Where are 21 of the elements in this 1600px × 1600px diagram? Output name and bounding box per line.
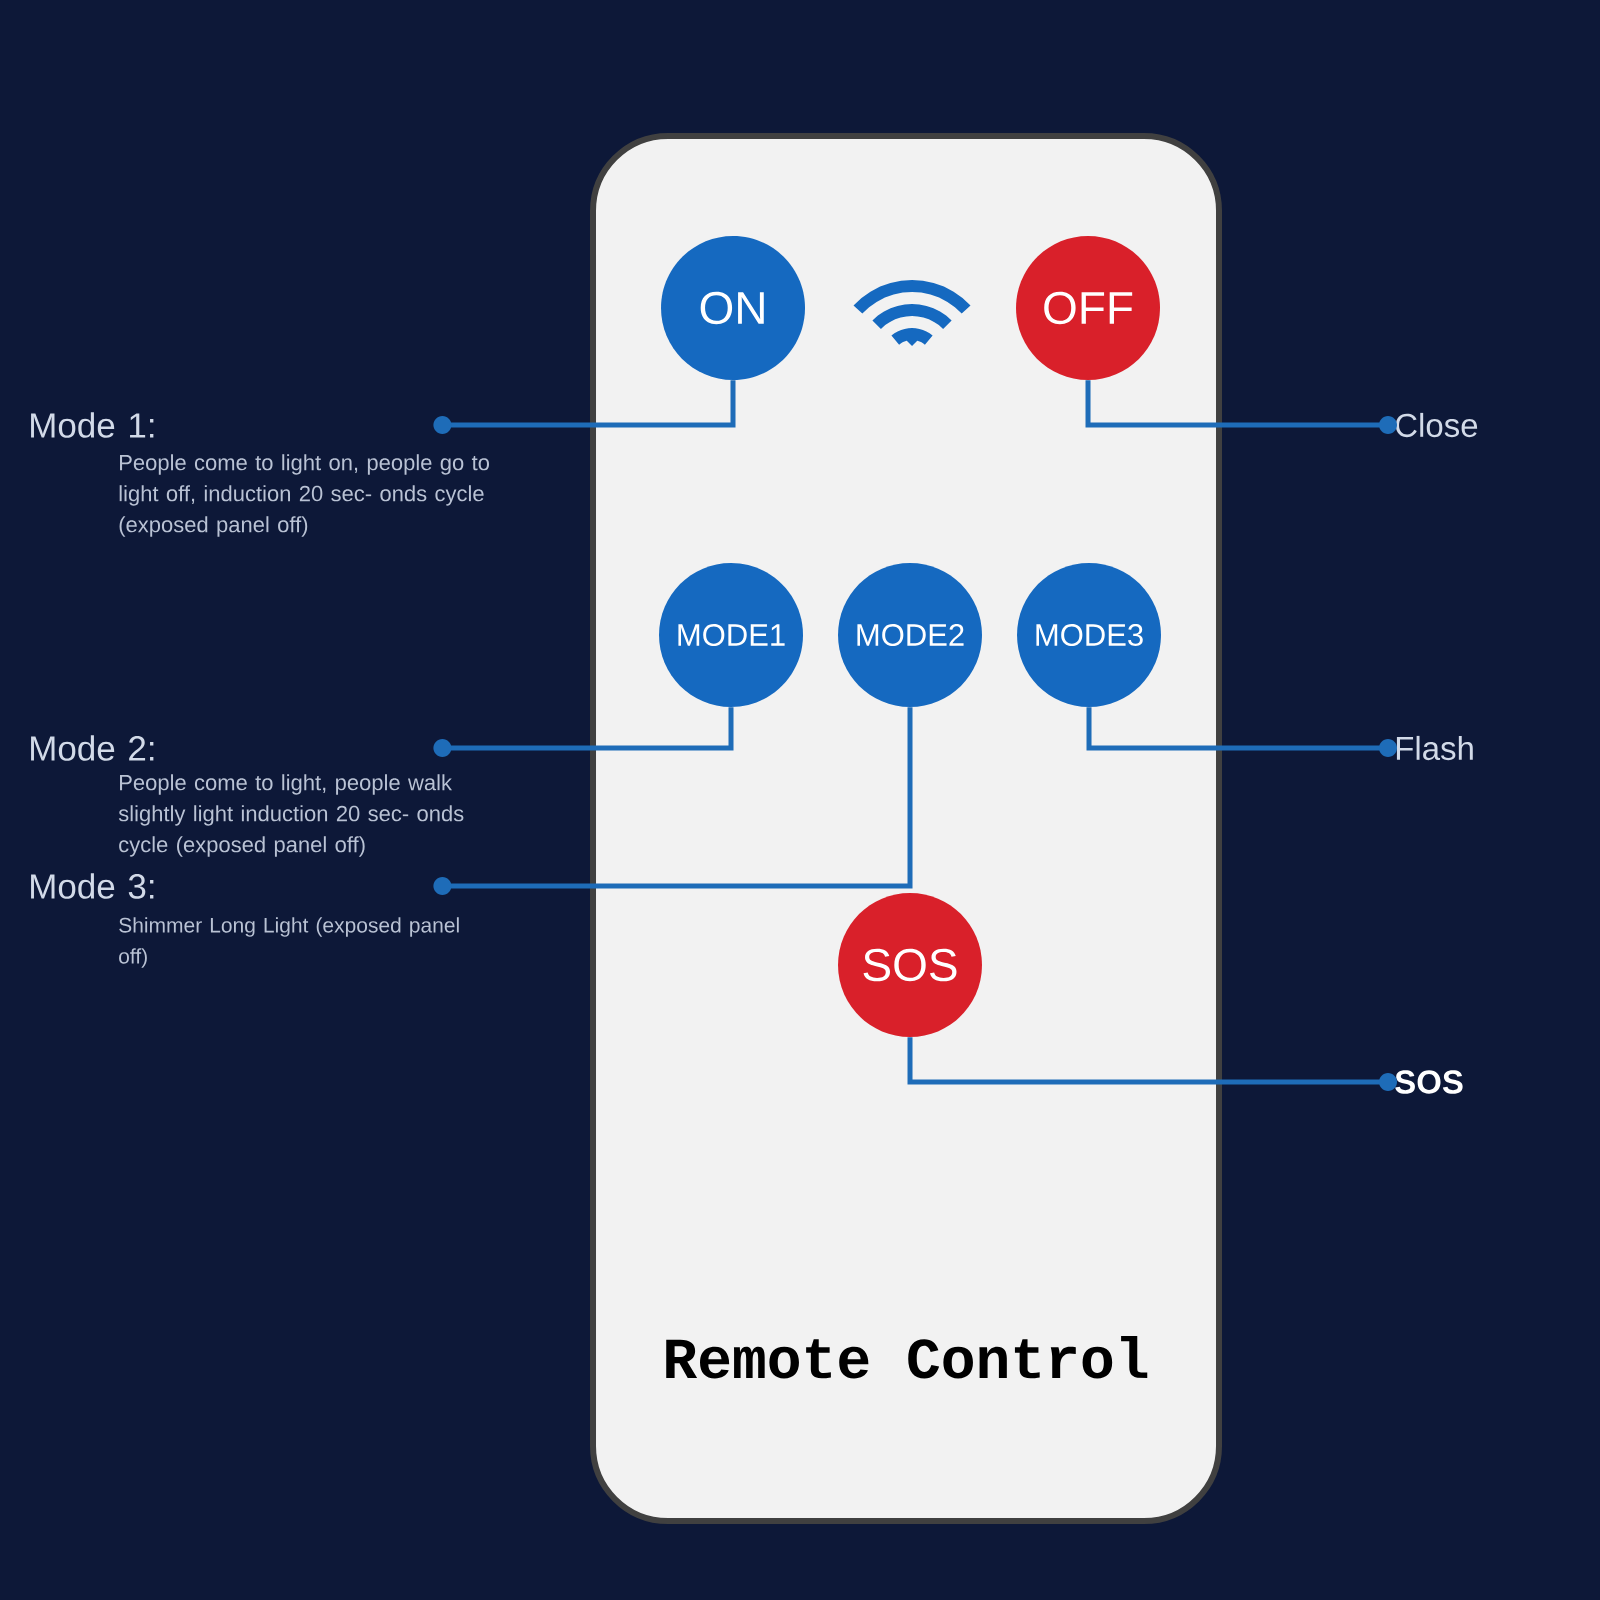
round-button: ON [661,236,805,380]
leader-line [433,380,736,434]
leader-line [907,1037,1397,1091]
leader-line [1086,707,1397,757]
round-button: MODE1 [659,563,803,707]
leader-line [1085,380,1397,434]
callout-label: Close [1395,412,1478,438]
mode-heading: Mode 3: [31,873,154,899]
mode-heading: Mode 1: [31,412,154,438]
callout-label: SOS [1395,1070,1463,1094]
mode-heading: Mode 2: [31,735,154,761]
round-button: MODE3 [1017,563,1161,707]
description-text: People come to light, people walk slightly light induction 20 sec- onds cycle (exposed panel off) [118,774,464,857]
round-button: MODE2 [838,563,982,707]
leader-line [433,707,734,757]
description-text: People come to light on, people go to light off, induction 20 sec- onds cycle (exposed panel off) [119,454,489,537]
round-button: SOS [838,893,982,1037]
callout-label: Flash [1396,735,1473,761]
description-text: Shimmer Long Light (exposed panel off) [119,917,459,968]
leader-line [433,707,913,895]
round-button: OFF [1016,236,1160,380]
